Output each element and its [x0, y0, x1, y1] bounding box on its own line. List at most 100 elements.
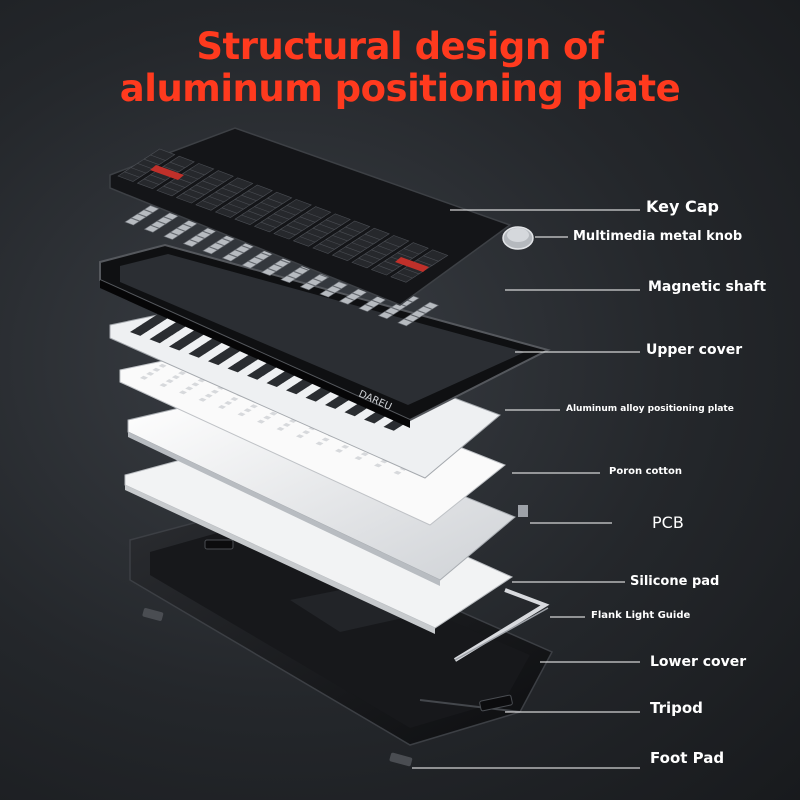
poron-dot: [191, 382, 200, 387]
switch: [221, 253, 238, 262]
title-line-1: Structural design of: [196, 25, 604, 68]
label-magnetic-shaft: Magnetic shaft: [648, 279, 767, 295]
keycap: [364, 227, 390, 241]
keycap: [325, 213, 351, 226]
plate-hole: [214, 352, 232, 362]
label-upper-cover: Upper cover: [646, 342, 743, 358]
accent-keycap: [150, 165, 184, 180]
switch: [312, 274, 329, 282]
upper-cover-layer: DAREU: [99, 243, 551, 428]
plate-hole: [331, 396, 349, 405]
label-positioning-plate: Aluminum alloy positioning plate: [566, 404, 734, 414]
poron-dot: [360, 452, 369, 457]
plate-hole: [239, 356, 257, 365]
plate-hole: [350, 404, 368, 413]
plate-hole: [298, 378, 316, 387]
poron-dot: [354, 456, 363, 461]
keycap: [169, 155, 195, 169]
poron-dot: [341, 444, 350, 449]
poron-dot: [296, 434, 304, 439]
switch: [150, 220, 166, 229]
switch: [143, 205, 160, 213]
switch: [156, 216, 173, 225]
keycap: [247, 184, 273, 197]
poron-dot: [243, 408, 252, 413]
keycap: [188, 163, 215, 176]
label-tripod: Tripod: [650, 699, 703, 717]
label-flank-light-guide: Flank Light Guide: [591, 610, 691, 621]
leader-lines: [412, 209, 640, 769]
plate-hole: [148, 315, 166, 324]
switch: [403, 314, 420, 323]
label-foot-pad: Foot Pad: [650, 749, 725, 767]
switch: [228, 249, 244, 258]
label-lower-cover: Lower cover: [650, 654, 747, 670]
poron-dot: [204, 393, 213, 398]
plate-hole: [187, 330, 205, 339]
poron-dot: [237, 412, 246, 417]
poron-dot: [335, 448, 343, 453]
switch: [143, 225, 160, 233]
switch: [254, 252, 270, 261]
switch: [293, 267, 309, 275]
plate-hole: [136, 323, 154, 332]
switch: [169, 228, 186, 236]
switch: [273, 259, 290, 268]
poron-dot: [302, 430, 311, 435]
plate-hole: [200, 341, 218, 350]
poron-dot: [210, 389, 219, 394]
poron-dot: [198, 397, 207, 402]
switch: [208, 242, 225, 251]
switch: [423, 301, 439, 310]
plate-hole: [227, 364, 245, 373]
switch: [124, 217, 140, 226]
poron-dot: [257, 419, 265, 424]
plate-hole: [266, 378, 284, 387]
switch: [299, 282, 316, 291]
switch: [280, 275, 296, 284]
plate-hole: [305, 393, 323, 402]
plate-hole: [161, 327, 179, 336]
switch: [377, 311, 394, 320]
plate-hole: [188, 349, 206, 358]
poron-dot: [263, 415, 272, 420]
poron-dot: [269, 411, 278, 416]
keycap: [286, 199, 312, 212]
keycap: [383, 235, 410, 248]
poron-dot: [218, 405, 226, 409]
switch: [358, 304, 374, 312]
poron-dot: [288, 418, 297, 423]
switch: [384, 307, 400, 315]
plate-hole: [175, 338, 193, 347]
switch: [241, 261, 257, 269]
switch: [202, 246, 218, 255]
poron-dot: [197, 378, 206, 383]
poron-dot: [380, 459, 389, 464]
switch: [286, 271, 303, 279]
plate-hole: [149, 335, 167, 344]
keycap: [266, 191, 293, 205]
switch: [416, 306, 433, 314]
keycap: [227, 177, 254, 190]
poron-dot: [140, 375, 148, 380]
plate-hole: [207, 337, 225, 346]
poron-dot: [185, 386, 194, 391]
metal-knob: [502, 226, 534, 250]
switch: [338, 297, 355, 305]
poron-dot: [152, 367, 161, 372]
plate-hole: [168, 323, 186, 332]
label-multimedia-knob: Multimedia metal knob: [573, 229, 743, 244]
plate-hole: [259, 363, 277, 372]
switch: [306, 278, 322, 287]
plate-hole: [292, 382, 310, 391]
plate-hole: [194, 345, 212, 354]
switch: [267, 264, 283, 272]
switch: [195, 231, 212, 239]
poron-dot: [179, 390, 187, 395]
plate-hole: [370, 411, 388, 420]
switch: [390, 303, 407, 311]
poron-dot: [315, 441, 324, 446]
switch: [319, 289, 335, 298]
plate-hole: [383, 422, 401, 431]
